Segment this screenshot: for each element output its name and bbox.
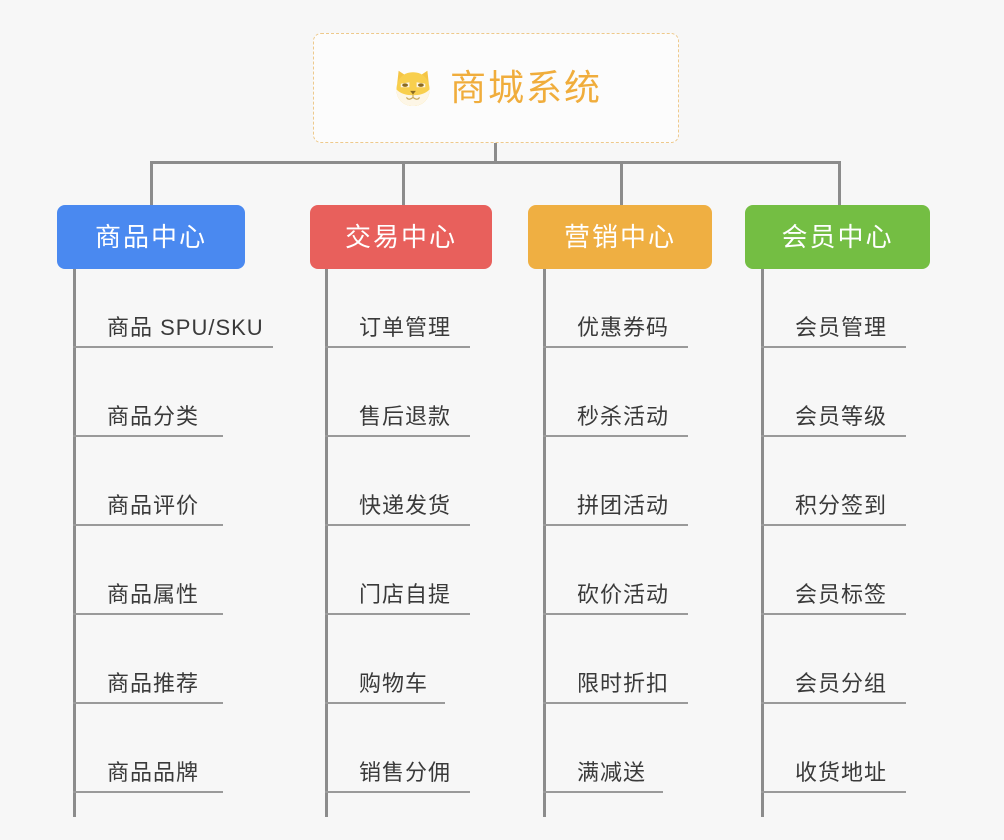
leaf-node[interactable]: 订单管理: [325, 317, 470, 348]
branch-connector-line: [838, 161, 841, 205]
leaf-label: 销售分佣: [359, 760, 452, 785]
leaf-label: 拼团活动: [577, 493, 670, 518]
leaf-node[interactable]: 商品分类: [73, 406, 223, 437]
leaf-node[interactable]: 购物车: [325, 673, 445, 704]
leaf-label: 商品属性: [107, 582, 200, 607]
leaf-label: 商品品牌: [107, 760, 200, 785]
category-label: 交易中心: [344, 222, 457, 252]
leaf-node[interactable]: 收货地址: [761, 762, 906, 793]
leaf-label: 快递发货: [359, 493, 452, 518]
branch-spine-line: [543, 269, 546, 817]
leaf-node[interactable]: 售后退款: [325, 406, 470, 437]
leaf-node[interactable]: 商品 SPU/SKU: [73, 317, 273, 348]
leaf-label: 会员管理: [795, 315, 888, 340]
leaf-label: 商品评价: [107, 493, 200, 518]
leaf-node[interactable]: 会员标签: [761, 584, 906, 615]
leaf-label: 商品推荐: [107, 671, 200, 696]
branch-connector-line: [150, 161, 153, 205]
leaf-label: 积分签到: [795, 493, 888, 518]
leaf-node[interactable]: 积分签到: [761, 495, 906, 526]
leaf-label: 砍价活动: [577, 582, 670, 607]
leaf-node[interactable]: 商品属性: [73, 584, 223, 615]
leaf-node[interactable]: 商品评价: [73, 495, 223, 526]
branch-spine-line: [325, 269, 328, 817]
leaf-label: 商品 SPU/SKU: [107, 315, 264, 340]
leaf-label: 秒杀活动: [577, 404, 670, 429]
leaf-label: 会员标签: [795, 582, 888, 607]
leaf-node[interactable]: 会员管理: [761, 317, 906, 348]
trunk-line: [150, 161, 838, 164]
leaf-node[interactable]: 优惠券码: [543, 317, 688, 348]
root-node[interactable]: 商城系统: [313, 33, 679, 143]
shiba-dog-icon: [396, 70, 430, 106]
branch-spine-line: [761, 269, 764, 817]
category-node-4[interactable]: 会员中心: [745, 205, 930, 269]
leaf-node[interactable]: 门店自提: [325, 584, 470, 615]
leaf-label: 会员分组: [795, 671, 888, 696]
leaf-node[interactable]: 商品推荐: [73, 673, 223, 704]
leaf-node[interactable]: 快递发货: [325, 495, 470, 526]
leaf-label: 会员等级: [795, 404, 888, 429]
leaf-node[interactable]: 秒杀活动: [543, 406, 688, 437]
leaf-label: 优惠券码: [577, 315, 670, 340]
leaf-node[interactable]: 限时折扣: [543, 673, 688, 704]
leaf-label: 商品分类: [107, 404, 200, 429]
leaf-node[interactable]: 商品品牌: [73, 762, 223, 793]
leaf-node[interactable]: 砍价活动: [543, 584, 688, 615]
leaf-label: 收货地址: [795, 760, 888, 785]
leaf-node[interactable]: 会员等级: [761, 406, 906, 437]
root-stem-line: [494, 143, 497, 163]
category-label: 营销中心: [563, 222, 676, 252]
leaf-label: 购物车: [359, 671, 429, 696]
category-node-2[interactable]: 交易中心: [310, 205, 492, 269]
leaf-label: 售后退款: [359, 404, 452, 429]
category-node-1[interactable]: 商品中心: [57, 205, 245, 269]
leaf-label: 满减送: [577, 760, 647, 785]
root-title: 商城系统: [449, 67, 602, 108]
category-label: 商品中心: [94, 222, 207, 252]
leaf-node[interactable]: 销售分佣: [325, 762, 470, 793]
branch-connector-line: [402, 161, 405, 205]
leaf-node[interactable]: 拼团活动: [543, 495, 688, 526]
leaf-label: 门店自提: [359, 582, 452, 607]
leaf-node[interactable]: 会员分组: [761, 673, 906, 704]
category-node-3[interactable]: 营销中心: [528, 205, 712, 269]
leaf-label: 订单管理: [359, 315, 452, 340]
category-label: 会员中心: [781, 222, 894, 252]
branch-spine-line: [73, 269, 76, 817]
leaf-label: 限时折扣: [577, 671, 670, 696]
branch-connector-line: [620, 161, 623, 205]
leaf-node[interactable]: 满减送: [543, 762, 663, 793]
